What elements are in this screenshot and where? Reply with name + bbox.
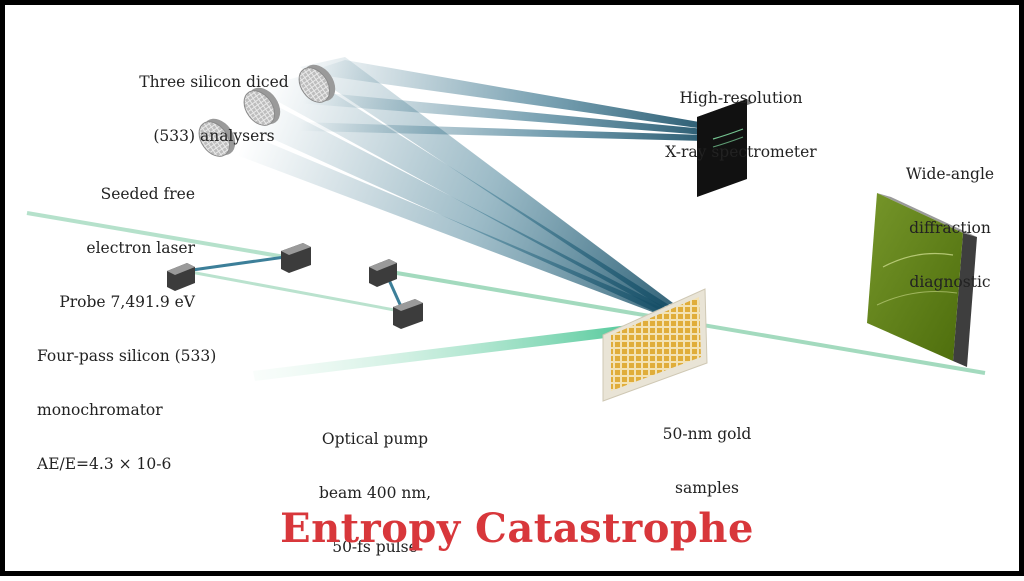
- label-pump-line: 50-fs pulse: [332, 538, 418, 556]
- label-diffraction-line: diagnostic: [909, 273, 991, 291]
- label-spectrometer: High-resolution X-ray spectrometer: [641, 53, 841, 179]
- mono-crystal: [167, 263, 195, 291]
- monochromator-crystals: [167, 243, 423, 329]
- analyser-crystal: [298, 64, 336, 103]
- experiment-diagram: [26, 57, 986, 402]
- mono-crystal: [369, 259, 397, 287]
- label-pump-line: Optical pump: [321, 430, 429, 448]
- scattered-xray-beams: [210, 57, 673, 313]
- analyser-crystal: [243, 87, 281, 126]
- xray-spectrometer-detector: [697, 99, 753, 197]
- label-diffraction-line: diffraction: [909, 219, 991, 237]
- label-pump-line: beam 400 nm,: [318, 484, 432, 502]
- analyser-crystal: [198, 118, 236, 157]
- mono-crystal: [393, 299, 423, 329]
- page-title: Entropy Catastrophe: [280, 505, 754, 552]
- label-laser: Seeded free electron laser Probe 7,491.9…: [19, 149, 195, 329]
- label-analysers: Three silicon diced (533) analysers: [111, 37, 317, 163]
- label-laser-line: Seeded free: [100, 185, 195, 203]
- diffraction-detector: [867, 193, 977, 367]
- analyser-to-spectrometer-beams: [230, 60, 705, 141]
- label-laser-line: Probe 7,491.9 eV: [59, 293, 195, 311]
- label-spectrometer-line: High-resolution: [679, 89, 803, 107]
- label-monochromator-line: Four-pass silicon (533): [37, 347, 217, 365]
- label-laser-line: electron laser: [86, 239, 195, 257]
- label-monochromator: Four-pass silicon (533) monochromator AE…: [37, 311, 277, 491]
- mono-crystal: [281, 243, 311, 273]
- gold-samples: [602, 288, 708, 402]
- label-monochromator-line: monochromator: [37, 401, 163, 419]
- label-diffraction: Wide-angle diffraction diagnostic: [885, 129, 1015, 309]
- label-diffraction-line: Wide-angle: [905, 165, 995, 183]
- label-analysers-line: (533) analysers: [153, 127, 275, 145]
- label-samples-line: 50-nm gold: [662, 425, 752, 443]
- analyser-crystals: [198, 64, 336, 157]
- label-spectrometer-line: X-ray spectrometer: [665, 143, 817, 161]
- optical-pump-beam: [253, 323, 646, 381]
- label-pump: Optical pump beam 400 nm, 50-fs pulse: [295, 394, 455, 574]
- label-samples-line: samples: [675, 479, 739, 497]
- label-samples: 50-nm gold samples: [645, 389, 769, 515]
- label-analysers-line: Three silicon diced: [139, 73, 289, 91]
- label-monochromator-line: AE/E=4.3 × 10-6: [37, 455, 172, 473]
